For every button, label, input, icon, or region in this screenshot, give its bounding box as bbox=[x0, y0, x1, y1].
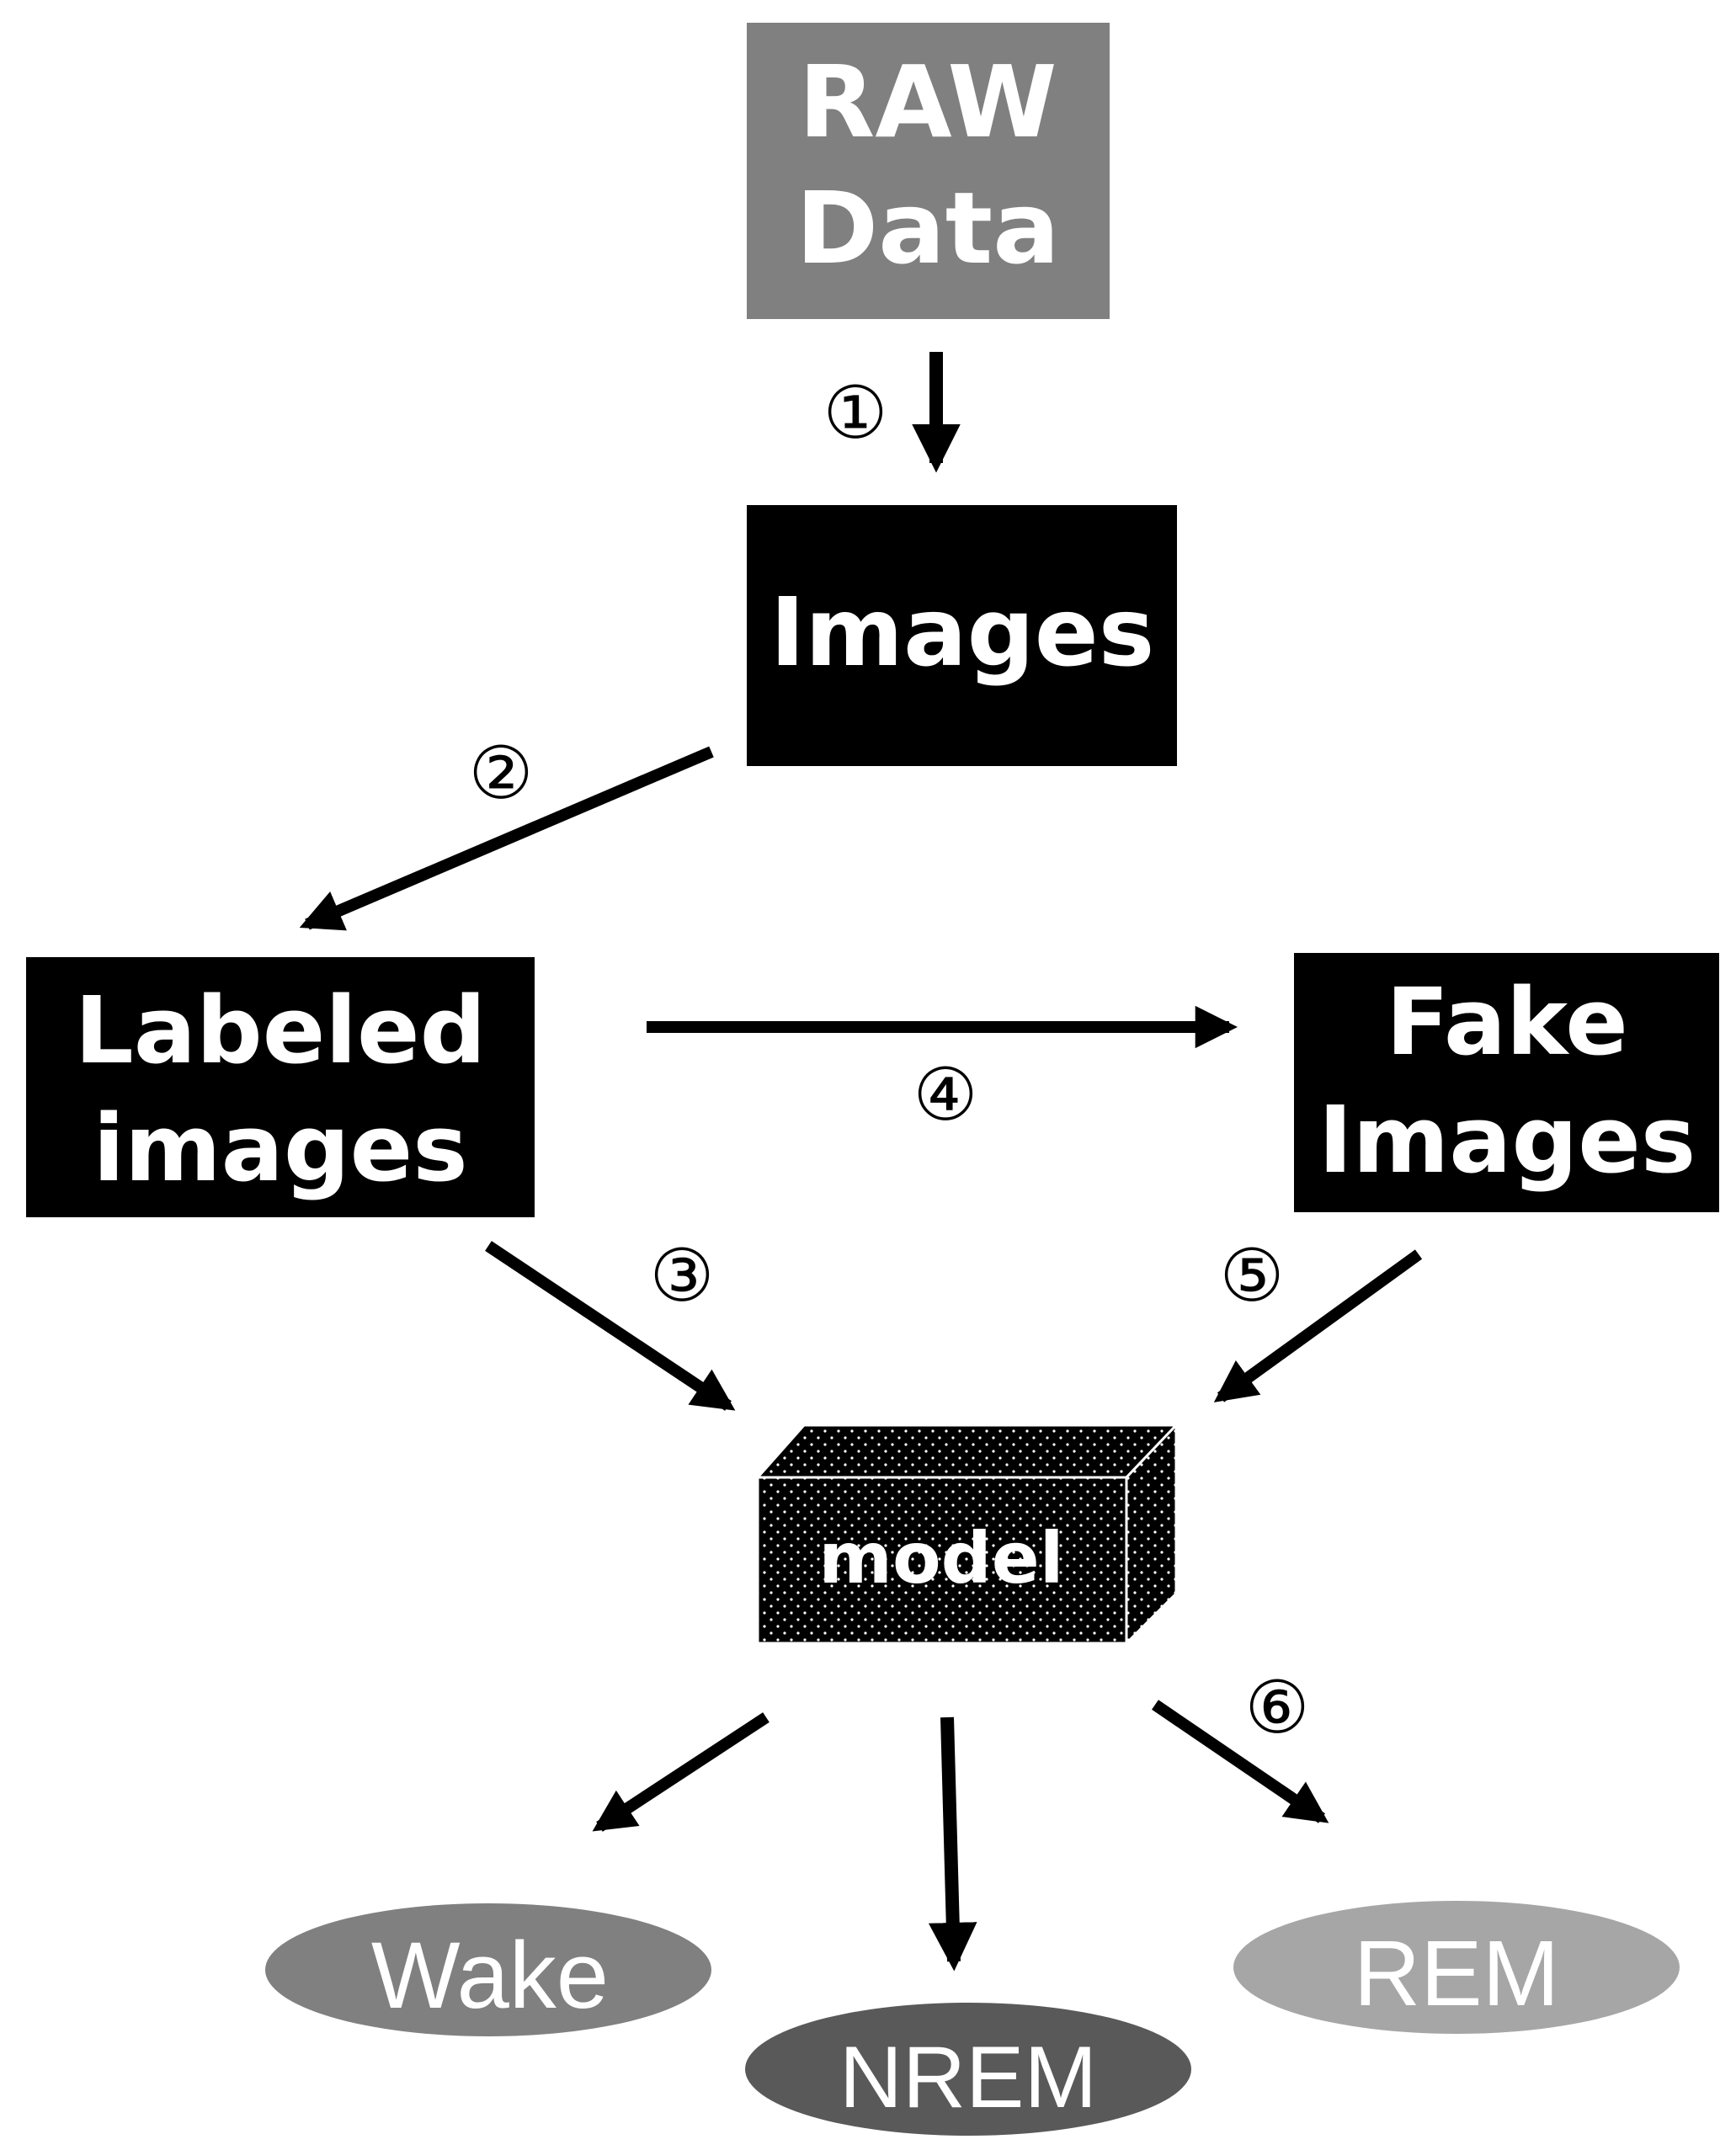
fake-images-label-line1: Fake bbox=[1386, 968, 1628, 1076]
nrem-node: NREM bbox=[745, 2003, 1191, 2136]
rem-node: REM bbox=[1233, 1901, 1680, 2034]
raw-data-label-line2: Data bbox=[796, 170, 1060, 286]
raw-data-label-line1: RAW bbox=[798, 44, 1057, 160]
wake-label: Wake bbox=[371, 1923, 609, 2028]
images-box bbox=[747, 505, 1177, 766]
fake-images-node: Fake Images bbox=[1294, 953, 1719, 1212]
nrem-ellipse bbox=[745, 2003, 1191, 2136]
arrow-model-to-rem bbox=[1152, 1700, 1329, 1823]
raw-data-box bbox=[747, 23, 1110, 319]
arrow-model-to-nrem bbox=[928, 1716, 977, 1972]
step-3-label: ③ bbox=[649, 1234, 714, 1318]
labeled-images-label-line1: Labeled bbox=[75, 977, 487, 1084]
model-top-face bbox=[754, 1424, 1180, 1479]
fake-images-label-line2: Images bbox=[1318, 1086, 1696, 1194]
step-4-label: ④ bbox=[913, 1053, 977, 1137]
step-1-label: ① bbox=[823, 371, 887, 455]
model-front-face bbox=[756, 1476, 1128, 1645]
wake-node: Wake bbox=[265, 1903, 711, 2036]
raw-data-node: RAW Data bbox=[747, 23, 1110, 319]
nrem-label: NREM bbox=[839, 2029, 1097, 2126]
labeled-images-box bbox=[26, 957, 535, 1217]
labeled-images-label-line2: images bbox=[93, 1094, 467, 1202]
arrow-images-to-labeled bbox=[299, 746, 714, 931]
arrow-labeled-to-model bbox=[485, 1241, 736, 1411]
wake-ellipse bbox=[265, 1903, 711, 2036]
fake-images-box bbox=[1294, 953, 1719, 1212]
images-label: Images bbox=[770, 578, 1155, 688]
step-2-label: ② bbox=[468, 732, 533, 816]
rem-ellipse bbox=[1233, 1901, 1680, 2034]
model-node: model bbox=[754, 1422, 1180, 1647]
arrow-fake-to-model bbox=[1213, 1249, 1423, 1402]
model-label: model bbox=[818, 1517, 1063, 1599]
arrow-model-to-wake bbox=[592, 1712, 769, 1832]
images-node: Images bbox=[747, 505, 1177, 766]
step-5-label: ⑤ bbox=[1219, 1234, 1284, 1318]
labeled-images-node: Labeled images bbox=[26, 957, 535, 1217]
rem-label: REM bbox=[1354, 1922, 1559, 2025]
step-6-label: ⑥ bbox=[1244, 1666, 1309, 1750]
